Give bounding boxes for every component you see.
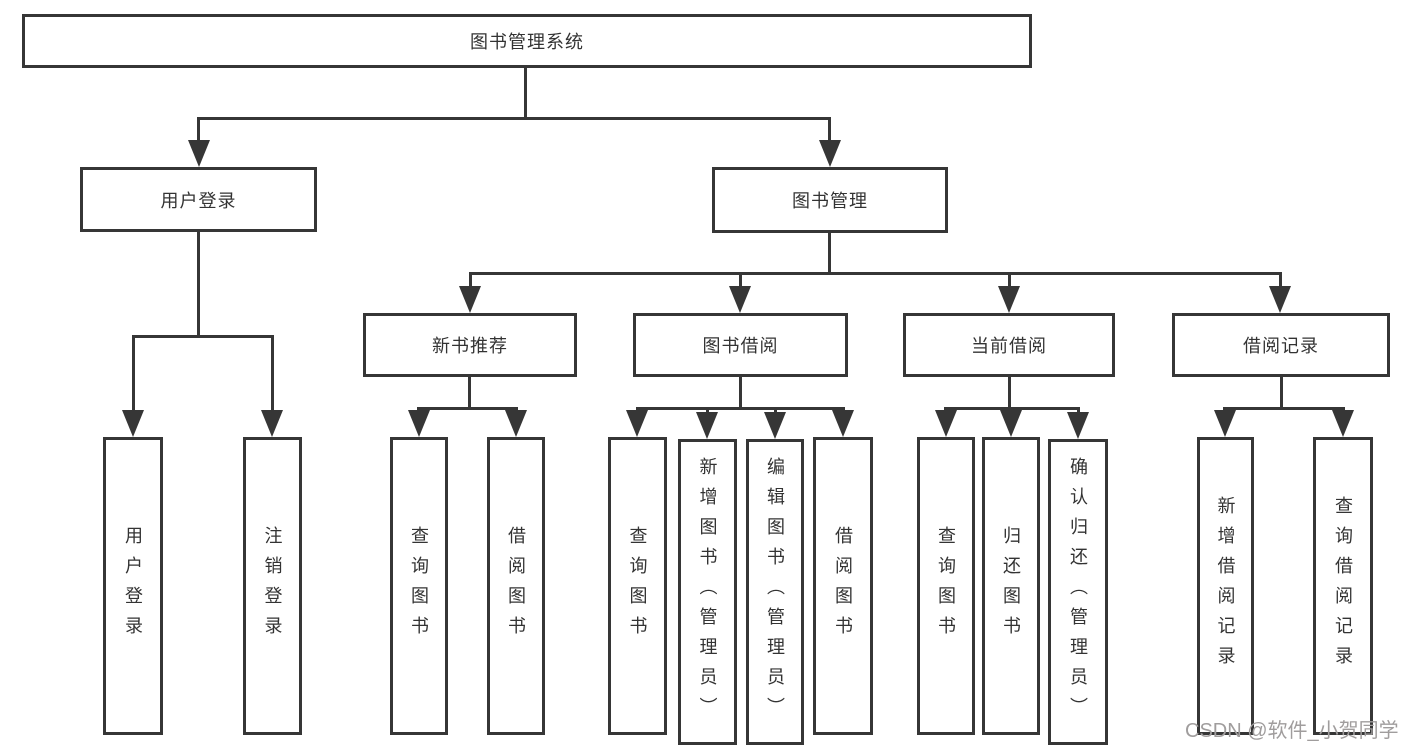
arrowhead-leaf <box>1332 410 1354 437</box>
leaf-return-books: 归还图书 <box>982 437 1040 735</box>
leaf-label: 新增借阅记录 <box>1215 496 1236 676</box>
arrowhead-leaf <box>696 412 718 439</box>
leaf-query-books-borrow: 查询图书 <box>608 437 667 735</box>
node-current-borrow: 当前借阅 <box>903 313 1115 377</box>
node-label: 图书管理 <box>792 191 868 211</box>
leaf-query-books-current: 查询图书 <box>917 437 975 735</box>
csdn-watermark: CSDN @软件_小贺同学 <box>1185 720 1399 742</box>
arrowhead-leaf <box>832 410 854 437</box>
arrowhead-leaf <box>1067 412 1089 439</box>
arrowhead-user-login <box>188 140 210 167</box>
leaf-label: 借阅图书 <box>833 526 853 646</box>
connector-root-to-user-login <box>197 117 200 145</box>
connector-root-stem <box>524 68 527 120</box>
connector-book-management-stem <box>828 233 831 275</box>
node-label: 图书管理系统 <box>470 32 584 52</box>
connector-to-new-book-recommend <box>469 272 472 290</box>
connector-new-book-recommend-rail <box>417 407 518 410</box>
connector-user-login-rail <box>132 335 274 338</box>
leaf-borrow-books-recommend: 借阅图书 <box>487 437 545 735</box>
connector-current-borrow-stem <box>1008 377 1011 410</box>
arrowhead-borrow-records <box>1269 286 1291 313</box>
arrowhead-leaf <box>505 410 527 437</box>
connector-borrow-records-stem <box>1280 377 1283 410</box>
leaf-label: 归还图书 <box>1001 526 1021 646</box>
arrowhead-leaf-user-login <box>122 410 144 437</box>
arrowhead-book-management <box>819 140 841 167</box>
leaf-confirm-return-admin: 确认归还（管理员） <box>1048 439 1108 745</box>
arrowhead-leaf <box>935 410 957 437</box>
node-library-management-system: 图书管理系统 <box>22 14 1032 68</box>
node-user-login: 用户登录 <box>80 167 317 232</box>
connector-to-book-borrow <box>739 272 742 290</box>
leaf-label: 查询图书 <box>627 526 648 646</box>
leaf-add-books-admin: 新增图书（管理员） <box>678 439 737 745</box>
arrowhead-leaf <box>626 410 648 437</box>
arrowhead-leaf-logout <box>261 410 283 437</box>
leaf-edit-books-admin: 编辑图书（管理员） <box>746 439 804 745</box>
node-book-borrow: 图书借阅 <box>633 313 848 377</box>
node-new-book-recommend: 新书推荐 <box>363 313 577 377</box>
arrowhead-new-book-recommend <box>459 286 481 313</box>
leaf-label: 查询借阅记录 <box>1333 496 1353 676</box>
connector-user-login-stem <box>197 232 200 338</box>
node-borrow-records: 借阅记录 <box>1172 313 1390 377</box>
leaf-label: 新增图书（管理员） <box>697 457 718 727</box>
connector-book-management-rail <box>469 272 1282 275</box>
leaf-label: 编辑图书（管理员） <box>765 457 785 727</box>
connector-to-current-borrow <box>1008 272 1011 290</box>
node-label: 当前借阅 <box>971 336 1047 356</box>
arrowhead-book-borrow <box>729 286 751 313</box>
leaf-label: 确认归还（管理员） <box>1068 457 1088 727</box>
connector-new-book-recommend-stem <box>468 377 471 410</box>
arrowhead-leaf <box>1000 410 1022 437</box>
leaf-query-books-recommend: 查询图书 <box>390 437 448 735</box>
leaf-logout: 注销登录 <box>243 437 302 735</box>
connector-book-borrow-rail <box>636 407 845 410</box>
connector-borrow-records-rail <box>1223 407 1345 410</box>
connector-root-to-book-management <box>828 117 831 145</box>
node-label: 新书推荐 <box>432 336 508 356</box>
leaf-label: 注销登录 <box>262 526 283 646</box>
arrowhead-leaf <box>1214 410 1236 437</box>
connector-to-leaf-user-login <box>132 335 135 415</box>
leaf-query-borrow-record: 查询借阅记录 <box>1313 437 1373 735</box>
node-label: 用户登录 <box>160 190 237 211</box>
connector-to-borrow-records <box>1279 272 1282 290</box>
leaf-label: 用户登录 <box>123 526 143 646</box>
node-label: 图书借阅 <box>702 336 779 356</box>
node-label: 借阅记录 <box>1243 336 1319 356</box>
arrowhead-current-borrow <box>998 286 1020 313</box>
leaf-label: 查询图书 <box>936 526 956 646</box>
leaf-borrow-books: 借阅图书 <box>813 437 873 735</box>
leaf-user-login: 用户登录 <box>103 437 163 735</box>
arrowhead-leaf <box>408 410 430 437</box>
leaf-label: 查询图书 <box>409 526 429 646</box>
node-book-management: 图书管理 <box>712 167 948 233</box>
connector-current-borrow-rail <box>944 407 1080 410</box>
connector-to-leaf-logout <box>271 335 274 415</box>
leaf-label: 借阅图书 <box>506 526 526 646</box>
connector-root-rail <box>197 117 831 120</box>
connector-book-borrow-stem <box>739 377 742 410</box>
leaf-add-borrow-record: 新增借阅记录 <box>1197 437 1254 735</box>
arrowhead-leaf <box>764 412 786 439</box>
